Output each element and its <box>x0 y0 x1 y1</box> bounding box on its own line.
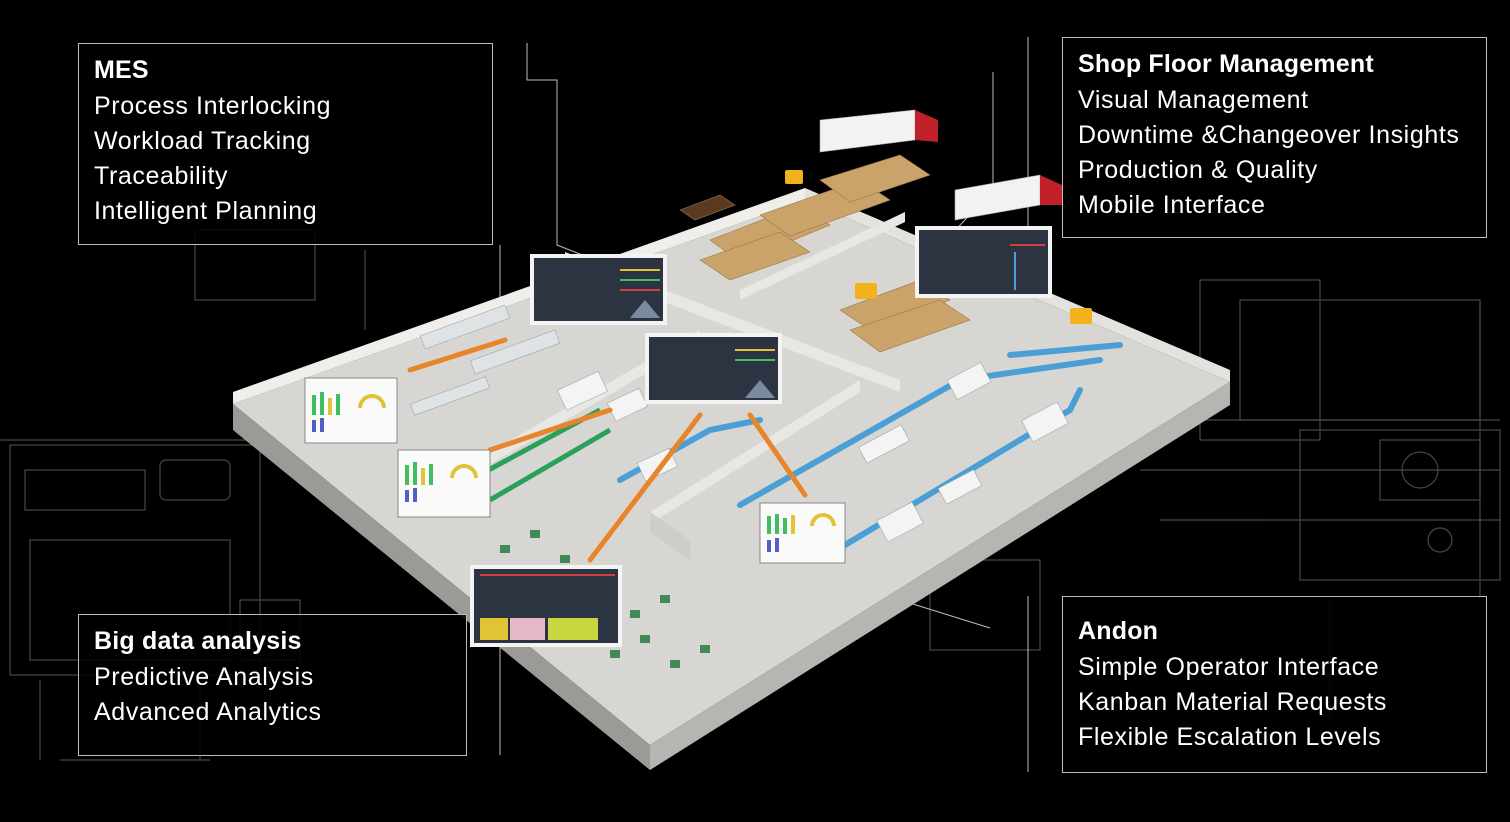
dashboard-center <box>645 333 782 404</box>
callout-item: Flexible Escalation Levels <box>1078 723 1382 751</box>
callout-item: Traceability <box>94 162 229 190</box>
callout-andon: Andon Simple Operator Interface Kanban M… <box>1062 596 1487 773</box>
conveyor-machines <box>409 304 1069 543</box>
callout-item: Workload Tracking <box>94 127 311 155</box>
callout-item: Predictive Analysis <box>94 663 314 691</box>
callout-item: Kanban Material Requests <box>1078 688 1388 716</box>
dashboard-shopfloor <box>915 226 1052 298</box>
callout-item: Downtime &Changeover Insights <box>1078 121 1460 149</box>
callout-title: MES <box>94 56 149 84</box>
callout-shop-floor-management: Shop Floor Management Visual Management … <box>1062 37 1487 238</box>
forklift-icon <box>785 170 1092 324</box>
dashboard-mes-top <box>530 254 667 325</box>
dashboard-left-1 <box>304 377 398 444</box>
callout-big-data-analysis: Big data analysis Predictive Analysis Ad… <box>78 614 467 756</box>
callout-title: Andon <box>1078 617 1159 645</box>
callout-item: Simple Operator Interface <box>1078 653 1380 681</box>
callout-title: Big data analysis <box>94 627 302 655</box>
callout-mes: MES Process Interlocking Workload Tracki… <box>78 43 493 245</box>
callout-item: Intelligent Planning <box>94 197 318 225</box>
dashboard-screen <box>304 226 1052 647</box>
warehouse-boxes <box>679 154 971 353</box>
data-links <box>407 337 808 563</box>
callout-item: Visual Management <box>1078 86 1309 114</box>
factory-floor <box>233 188 1230 770</box>
callout-title: Shop Floor Management <box>1078 50 1374 78</box>
callout-item: Production & Quality <box>1078 156 1318 184</box>
dashboard-andon <box>759 502 846 564</box>
dashboard-left-2 <box>397 449 491 518</box>
callout-item: Advanced Analytics <box>94 698 322 726</box>
dashboard-bigdata <box>470 565 622 647</box>
truck-icon <box>819 109 1062 221</box>
callout-item: Mobile Interface <box>1078 191 1266 219</box>
callout-item: Process Interlocking <box>94 92 332 120</box>
